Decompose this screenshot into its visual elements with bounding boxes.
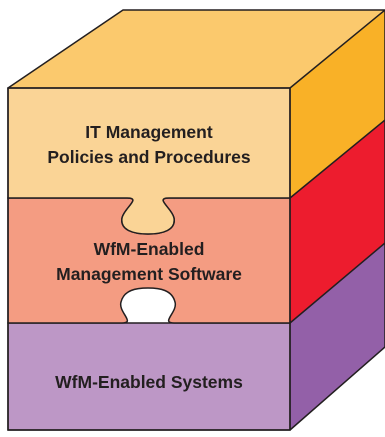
front-face-top-layer	[7, 87, 291, 235]
layer-label-top-line1: IT Management	[85, 122, 213, 142]
layer-label-middle-line2: Management Software	[56, 264, 242, 284]
block-outline-edges	[7, 10, 385, 431]
side-face-bottom-layer	[290, 243, 385, 430]
layer-label-middle-line1: WfM-Enabled	[94, 239, 205, 259]
side-face-middle-layer	[290, 120, 385, 323]
layer-label-bottom-line1: WfM-Enabled Systems	[55, 372, 243, 392]
side-face-top-layer	[290, 10, 385, 198]
layer-label-top-line2: Policies and Procedures	[47, 147, 251, 167]
front-face-bottom-layer	[7, 322, 291, 431]
block-outline-top	[7, 9, 385, 89]
block-top-face	[8, 10, 385, 88]
